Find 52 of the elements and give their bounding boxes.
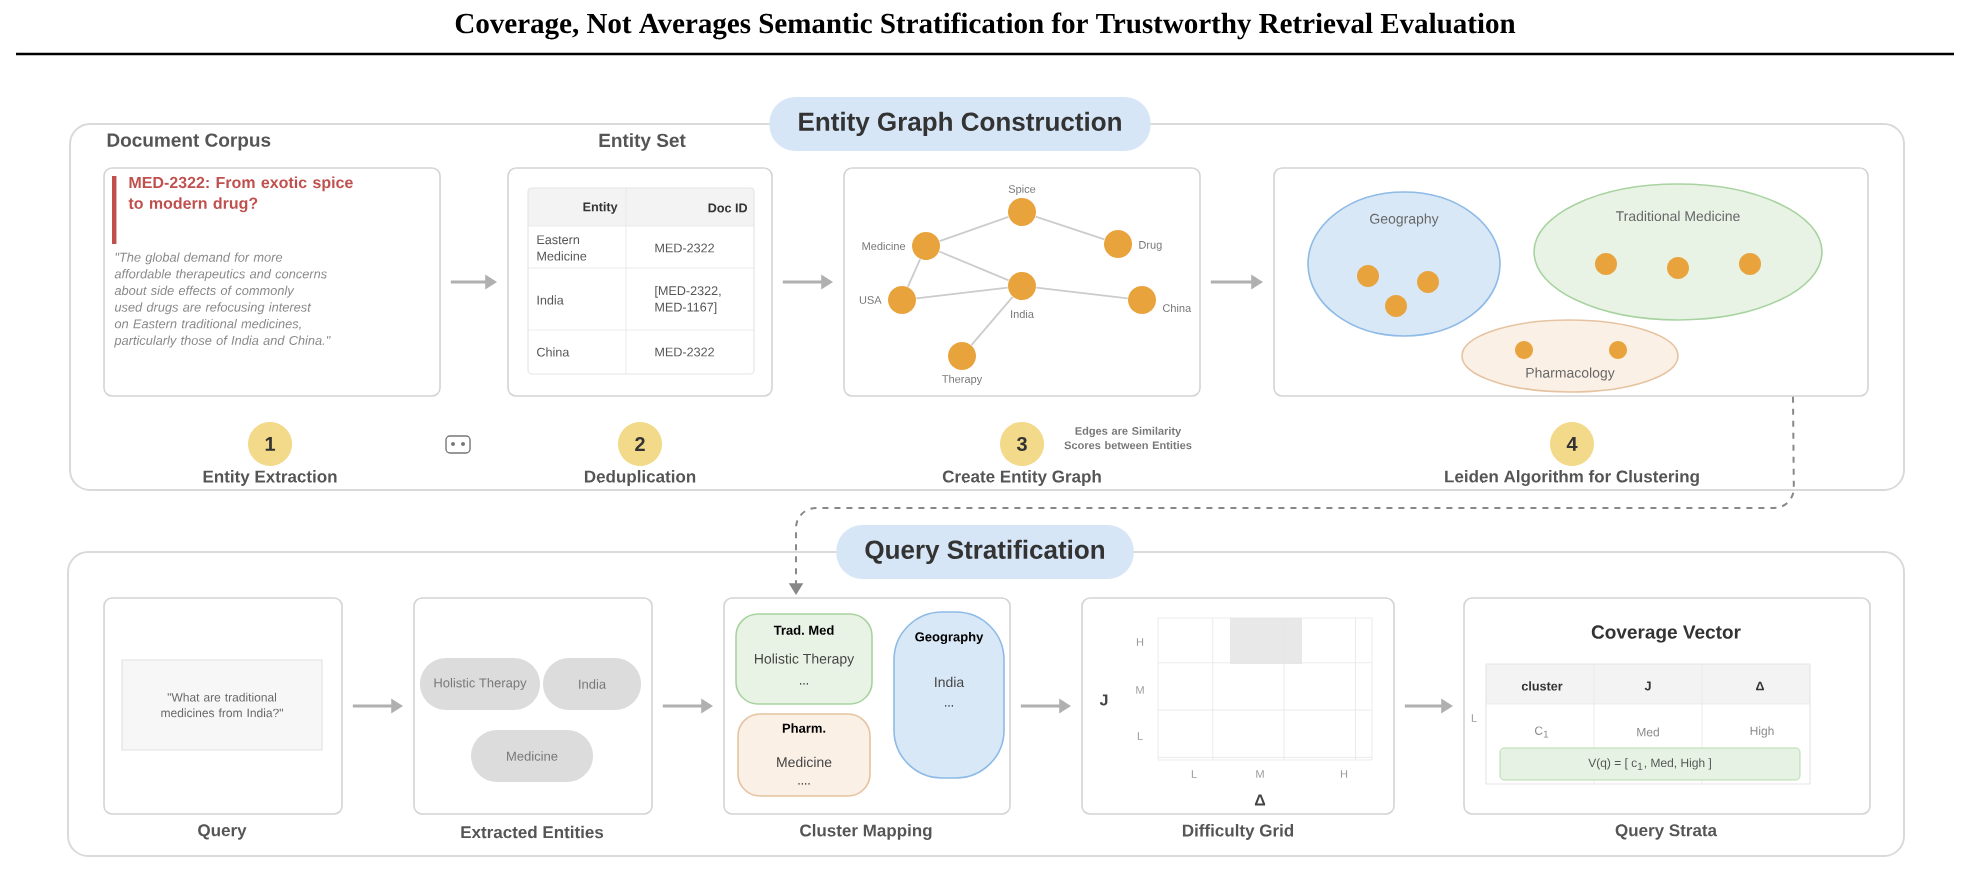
step-badge: 1 Entity Extraction [203,422,337,486]
graph-dot [1008,272,1036,318]
document-title: MED-2322: From exotic spice to modern drug? [128,176,353,213]
graph-edge [915,286,1009,300]
cluster-box [737,713,871,797]
graph-dot [942,342,983,386]
graph-dot [1417,271,1439,293]
card [1081,597,1395,840]
cluster-ellipse [1307,191,1501,337]
cluster-ellipse [1533,183,1823,321]
card-caption: Cluster Mapping [800,824,932,840]
title: Coverage, Not Averages Semantic Stratification for Trustworthy Retrieval Evaluation [455,12,1516,40]
graph-edge [970,296,1014,346]
graph-dot [1385,295,1407,317]
step-caption: Deduplication [584,470,696,486]
card-caption: Query [198,824,247,840]
graph-dot [1595,253,1617,275]
axis-label: Δ [1254,794,1266,806]
graph-dot [1357,265,1379,287]
graph-dot [1128,286,1192,314]
graph-dot [859,286,916,314]
graph-dot [1667,257,1689,279]
graph-dot [1104,230,1162,258]
axis-label: J [1099,694,1108,706]
graph-edge [938,215,1010,243]
graph-edge [1034,215,1106,241]
graph-dot [1609,341,1627,359]
graph-dot [862,232,940,260]
graph-dot [1008,184,1036,226]
query-box [121,659,323,751]
card-caption: Extracted Entities [461,825,604,839]
cluster-box [735,613,873,705]
graph-dot [1515,341,1533,359]
card-heading: Document Corpus [107,133,271,151]
step-caption: Leiden Algorithm for Clustering [1445,470,1699,486]
step-badge: 4 Leiden Algorithm for Clustering [1445,422,1699,486]
graph-dot [1739,253,1761,275]
card-caption: Query Strata [1615,824,1718,840]
graph-edge [938,250,1010,282]
graph-edge [1035,286,1129,300]
section-header: Query Stratification [836,525,1134,579]
section-header: Entity Graph Construction [769,97,1151,151]
card-heading: Coverage Vector [1591,625,1741,643]
card-heading: Entity Set [599,133,686,151]
cluster-ellipse [1461,319,1679,393]
card-caption: Difficulty Grid [1182,824,1294,840]
graph-edge [906,258,922,288]
step-caption: Entity Extraction [203,470,337,486]
card [843,167,1201,397]
step-badge: 2 Deduplication [584,422,696,486]
card [103,133,441,397]
step-caption: Create Entity Graph [942,470,1101,486]
